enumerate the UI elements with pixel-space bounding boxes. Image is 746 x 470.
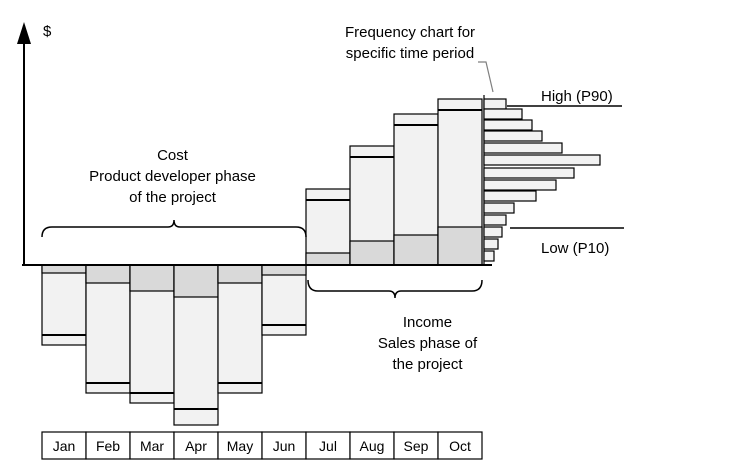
y-axis-label: $ [43, 23, 52, 40]
month-label-apr: Apr [185, 438, 207, 454]
low-p10-label: Low (P10) [541, 240, 610, 257]
month-label-jan: Jan [53, 438, 76, 454]
cost-label-line-2: Product developer phase [89, 168, 256, 185]
frequency-bar-13 [483, 238, 499, 250]
income-label-line-1: Income [402, 314, 453, 331]
month-cell-oct [437, 431, 483, 460]
income-label-line-2: Sales phase of [377, 335, 478, 352]
cost-bar-may [217, 264, 263, 394]
frequency-chart-label: Frequency chart for specific time period [325, 22, 495, 64]
month-label-sep: Sep [404, 438, 429, 454]
y-axis-arrow [17, 22, 31, 44]
cost-bar-jan [41, 264, 87, 346]
cost-brace [41, 219, 307, 238]
cost-label-line-1: Cost [157, 147, 188, 164]
frequency-bar-6 [483, 154, 601, 166]
high-p90-label: High (P90) [541, 88, 613, 105]
frequency-bar-14 [483, 250, 495, 262]
month-cell-apr [173, 431, 219, 460]
cost-bar-jun [261, 264, 307, 336]
frequency-bar-2 [483, 108, 523, 120]
income-bar-sep-base [393, 234, 439, 266]
cost-bar-jun-base [261, 264, 307, 276]
month-label-may: May [227, 438, 253, 454]
month-cell-may [217, 431, 263, 460]
cost-bar-jan-base [41, 264, 87, 274]
frequency-bar-9 [483, 190, 537, 202]
month-label-mar: Mar [140, 438, 164, 454]
frequency-bar-8 [483, 179, 557, 191]
cost-label-line-3: of the project [129, 189, 216, 206]
cost-bar-apr-base [173, 264, 219, 298]
month-cell-jan [41, 431, 87, 460]
cost-bar-may-base [217, 264, 263, 284]
frequency-bar-5 [483, 142, 563, 154]
frequency-label-line-2: specific time period [345, 45, 475, 62]
month-label-oct: Oct [449, 438, 471, 454]
month-cell-jun [261, 431, 307, 460]
month-label-jun: Jun [273, 438, 296, 454]
income-bar-jul-base [305, 252, 351, 266]
frequency-bar-4 [483, 130, 543, 142]
month-cell-jul [305, 431, 351, 460]
month-cell-feb [85, 431, 131, 460]
month-label-feb: Feb [96, 438, 120, 454]
cost-bar-mar-base [129, 264, 175, 292]
income-brace [307, 279, 483, 299]
income-label: Income Sales phase of the project [350, 312, 505, 375]
frequency-bar-1 [483, 98, 507, 110]
frequency-bar-3 [483, 119, 533, 131]
cost-bar-feb [85, 264, 131, 394]
frequency-bar-11 [483, 214, 507, 226]
frequency-bar-10 [483, 202, 515, 214]
frequency-leader-line [478, 61, 494, 93]
month-label-aug: Aug [360, 438, 385, 454]
income-bar-aug-base [349, 240, 395, 266]
income-label-line-3: the project [392, 356, 463, 373]
frequency-label-line-1: Frequency chart for [344, 24, 476, 41]
cost-label: Cost Product developer phase of the proj… [70, 145, 275, 208]
cost-bar-feb-base [85, 264, 131, 284]
income-bar-oct-base [437, 226, 483, 266]
frequency-bar-12 [483, 226, 503, 238]
income-bar-jul [305, 188, 351, 266]
month-label-jul: Jul [319, 438, 337, 454]
frequency-bar-7 [483, 167, 575, 179]
